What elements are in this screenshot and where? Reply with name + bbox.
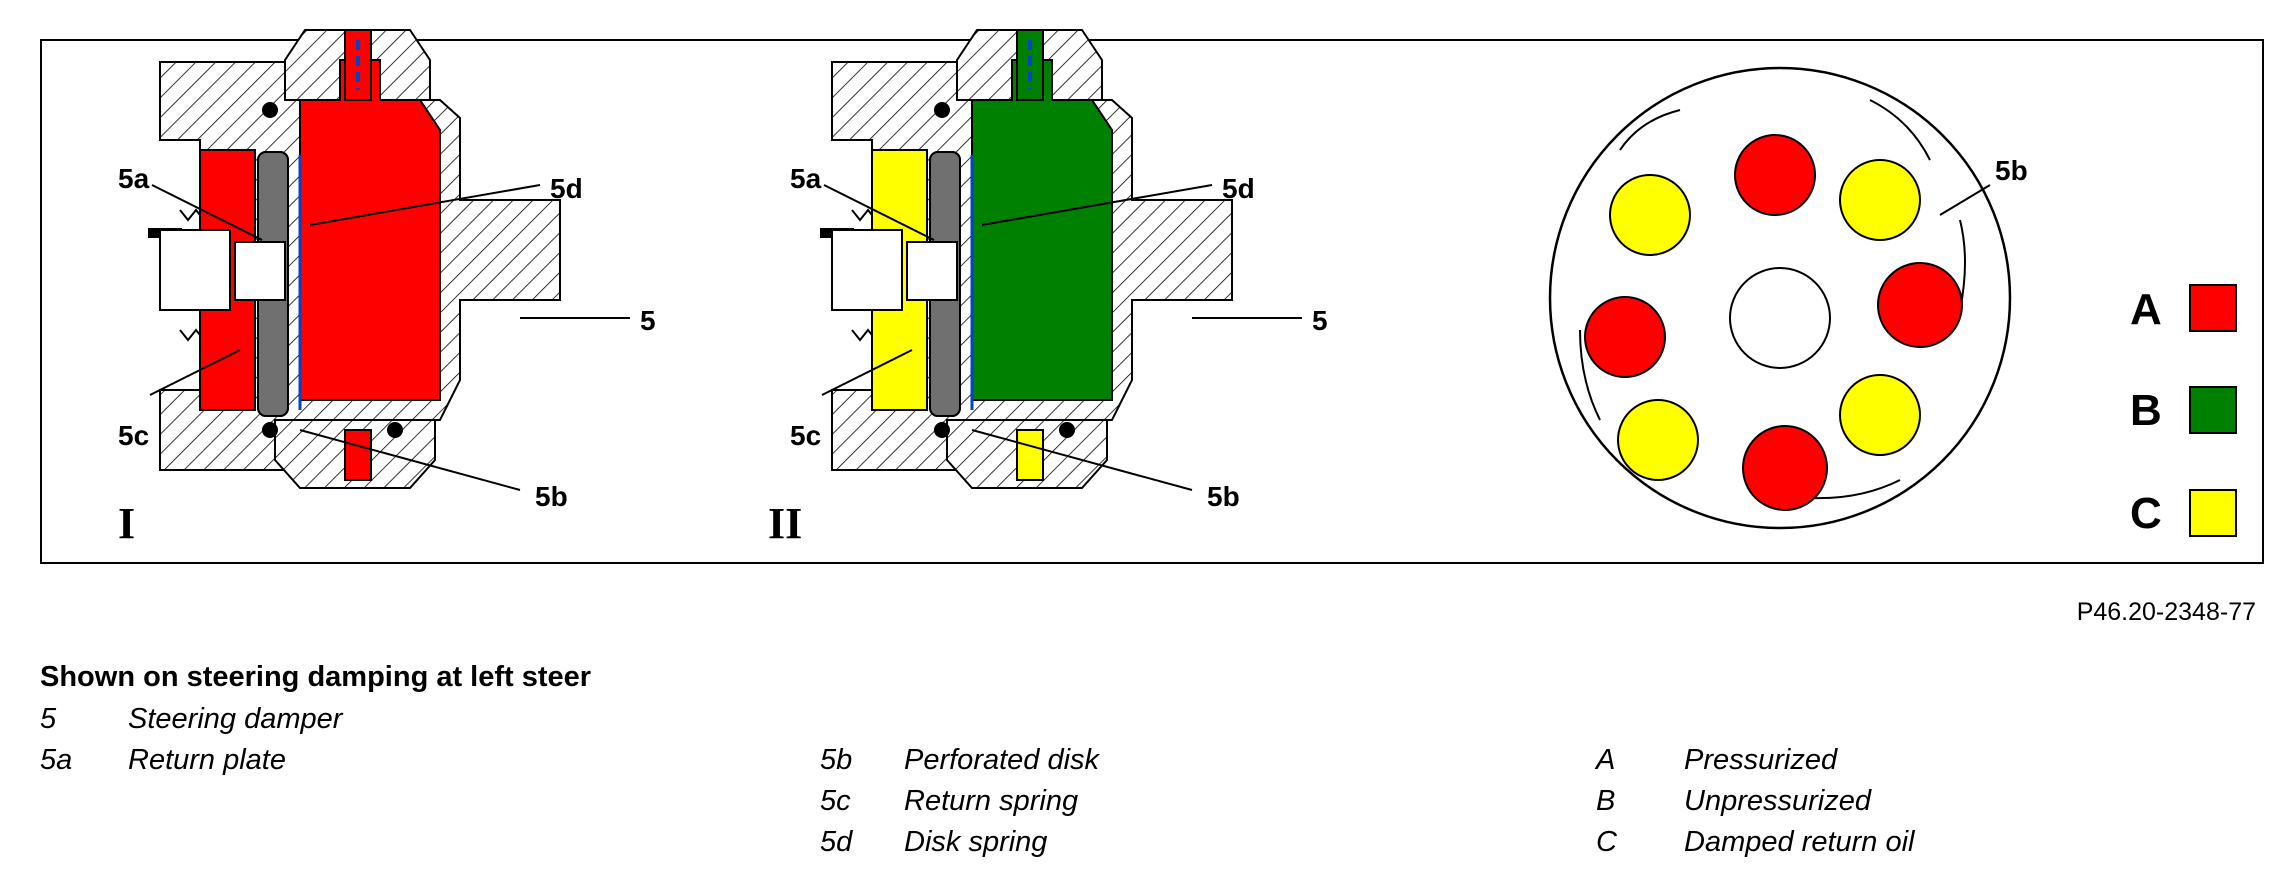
legend-code-c: C [1596,826,1617,858]
panel-i-label-5c: 5c [118,420,149,451]
legend-code-5d: 5d [820,826,853,858]
disk-label-5b: 5b [1995,155,2028,186]
key-swatch-pressurized [2189,284,2237,332]
legend-text-5: Steering damper [128,703,343,735]
panel-ii-label-5d: 5d [1222,173,1255,204]
legend-text-5c: Return spring [904,785,1079,817]
legend-text-b: Unpressurized [1684,785,1871,817]
legend-text-5b: Perforated disk [904,744,1100,776]
steering-damper-illustration: I 5a 5d 5 5c 5b II 5a 5d 5 5c 5b [118,28,2237,548]
legend-text-5d: Disk spring [904,826,1048,858]
key-letter-a: A [2130,285,2162,334]
legend-code-5b: 5b [820,744,853,776]
panel-i-label-5a: 5a [118,163,150,194]
legend-code-5a: 5a [40,744,73,776]
legend-code-5c: 5c [820,785,851,817]
caption-title: Shown on steering damping at left steer [40,661,592,693]
panel-ii-numeral: II [768,499,802,548]
panel-i-numeral: I [118,499,135,548]
panel-ii-cross-section: II 5a 5d 5 5c 5b [768,28,1328,548]
legend-code-b: B [1596,785,1616,817]
legend-code-5: 5 [40,703,57,735]
panel-i-label-5d: 5d [550,173,583,204]
panel-ii-label-5a: 5a [790,163,822,194]
legend-text-5a: Return plate [128,744,286,776]
key-swatch-unpressurized [2189,386,2237,434]
legend-code-a: A [1596,744,1616,776]
panel-ii-label-5: 5 [1312,305,1328,336]
panel-ii-label-5b: 5b [1207,481,1240,512]
legend-text-a: Pressurized [1684,744,1838,776]
figure-frame [40,39,2264,564]
perforated-disk-view: 5b [1548,66,2028,530]
legend-text-c: Damped return oil [1684,826,1915,858]
panel-i-label-5: 5 [640,305,656,336]
key-swatch-damped-return-oil [2189,489,2237,537]
key-letter-b: B [2130,386,2162,435]
panel-i-label-5b: 5b [535,481,568,512]
figure-number: P46.20-2348-77 [2076,598,2256,626]
panel-i-cross-section: I 5a 5d 5 5c 5b [118,28,656,548]
color-key: A B C [2130,284,2237,538]
key-letter-c: C [2130,489,2162,538]
panel-ii-label-5c: 5c [790,420,821,451]
